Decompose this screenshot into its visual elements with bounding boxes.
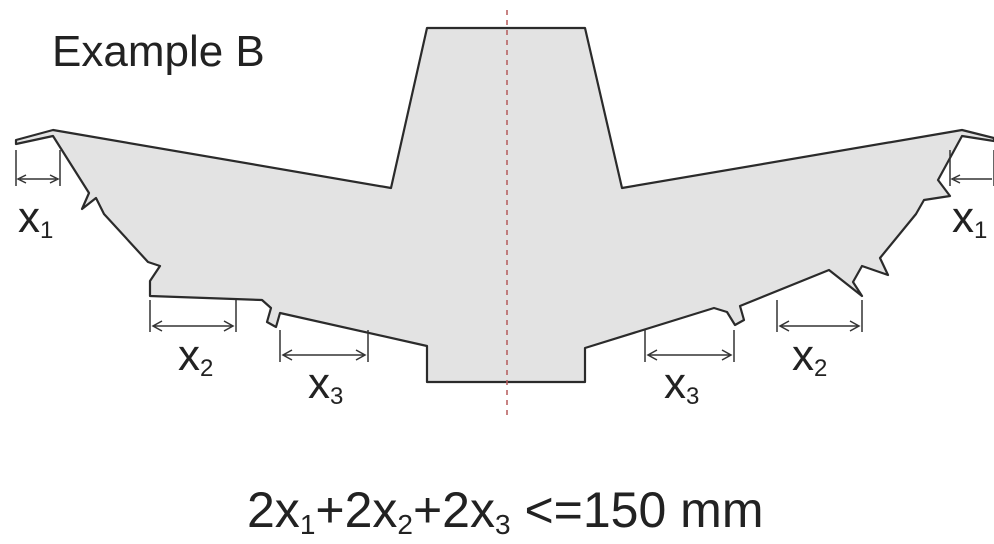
label-x1-left: x1 [18, 193, 53, 244]
label-x1-right: x1 [952, 193, 987, 244]
creepage-formula: 2x1+2x2+2x3 <=150 mm [247, 482, 763, 540]
label-x3-left: x3 [308, 359, 343, 410]
diagram-title: Example B [52, 27, 265, 76]
dimension-x2-left [149, 300, 237, 332]
label-x3-right: x3 [664, 359, 699, 410]
dimension-x3-right [644, 330, 735, 362]
dimension-x1-left [15, 150, 61, 186]
dimension-x3-left [279, 330, 369, 362]
insulator-profile [14, 26, 994, 384]
label-x2-left: x2 [178, 331, 213, 382]
label-x2-right: x2 [792, 331, 827, 382]
dimension-x2-right [776, 300, 863, 332]
dimension-x1-right [949, 150, 994, 186]
